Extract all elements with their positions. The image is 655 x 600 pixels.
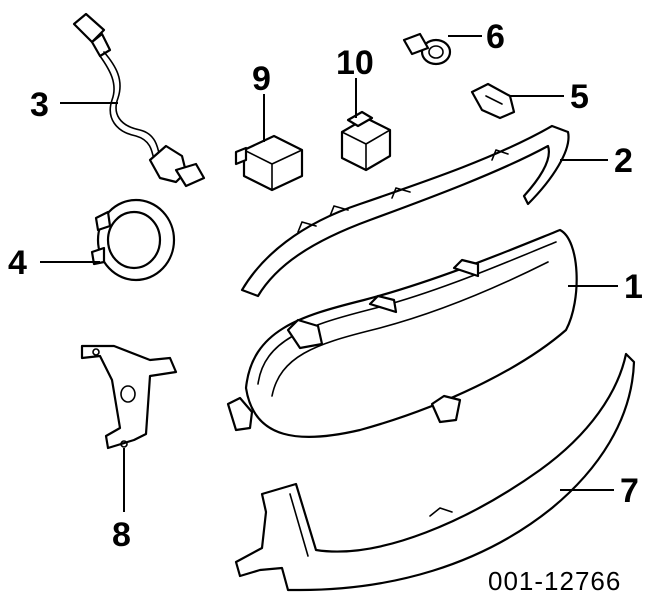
part-5-bulb <box>470 82 516 120</box>
reference-number: 001-12766 <box>488 566 621 596</box>
callout-2: 2 <box>614 142 633 180</box>
callout-10: 10 <box>336 44 374 82</box>
callout-8: 8 <box>112 516 131 554</box>
callouts: 1 2 3 4 5 6 7 8 9 10 <box>8 18 643 554</box>
leader-lines <box>40 35 618 512</box>
part-1-headlamp-assembly <box>226 228 578 439</box>
callout-5: 5 <box>570 78 589 116</box>
part-8-bracket <box>80 344 178 450</box>
part-9-module <box>234 134 304 192</box>
part-2-upper-trim <box>240 124 570 298</box>
callout-7: 7 <box>620 472 639 510</box>
part-7-lower-trim <box>234 352 636 592</box>
callout-3: 3 <box>30 86 49 124</box>
callout-9: 9 <box>252 60 271 98</box>
callout-1: 1 <box>624 268 643 306</box>
part-10-connector <box>340 110 392 172</box>
part-4-bezel-ring <box>90 198 176 282</box>
part-3-wiring-harness <box>72 12 206 188</box>
callout-4: 4 <box>8 244 27 282</box>
part-6-bulb-socket <box>402 32 452 66</box>
callout-6: 6 <box>486 18 505 56</box>
